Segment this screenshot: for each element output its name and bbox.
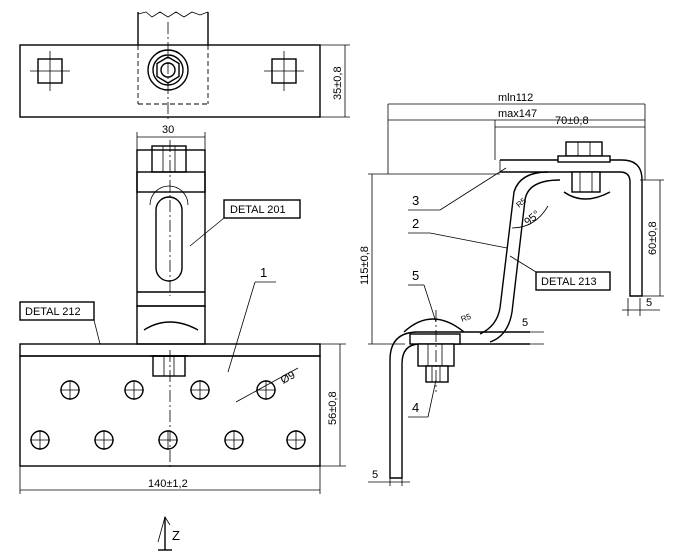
bottom-view: Ø9 56±0,8 140±1,2 Z: [19, 343, 346, 551]
dim-70: 70±0,8: [494, 115, 645, 160]
dim-max-text: max147: [498, 108, 537, 120]
position-4: 4: [408, 379, 437, 418]
dim-5-right: 5: [622, 297, 660, 316]
svg-text:DETAL 213: DETAL 213: [541, 276, 597, 288]
dim-5-bottom-text: 5: [372, 469, 378, 481]
position-3: 3: [408, 167, 507, 211]
svg-text:5: 5: [412, 268, 419, 283]
top-plate-outline: [19, 44, 321, 118]
top-view: 35±0,8: [19, 11, 350, 120]
label-detal-213: DETAL 213: [509, 255, 611, 291]
lower-angle-bracket: [389, 331, 530, 479]
dim-35-text: 35±0,8: [332, 66, 344, 100]
holes-row-upper: [60, 380, 276, 400]
dim-56-text: 56±0,8: [327, 391, 339, 425]
dim-min-text: mln112: [498, 92, 533, 104]
top-vertical-member: [137, 11, 209, 105]
dim-30: 30: [136, 124, 206, 150]
lower-block: [136, 305, 206, 345]
view-z-marker: Z: [157, 516, 180, 551]
view-z-label: Z: [172, 528, 180, 543]
dim-35: 35±0,8: [320, 44, 350, 118]
middle-bolt-head: [136, 145, 206, 193]
square-hole-left: [30, 51, 70, 91]
dim-60: 60±0,8: [640, 179, 664, 297]
dim-56: 56±0,8: [320, 343, 346, 467]
label-detal-201: DETAL 201: [189, 199, 301, 247]
position-2: 2: [408, 216, 508, 249]
upper-angle-bracket: [499, 159, 643, 297]
bottom-nut: [150, 355, 188, 377]
radius-top-text: R5: [515, 196, 529, 210]
dim-115: 115±0,8: [359, 173, 500, 345]
radius-bottom-text: R5: [460, 312, 473, 324]
svg-text:3: 3: [412, 193, 419, 208]
position-1: 1: [227, 265, 276, 373]
dim-range: mln112 max147: [387, 92, 646, 180]
dim-140-text: 140±1,2: [148, 478, 188, 490]
dim-115-text: 115±0,8: [359, 246, 371, 285]
dim-5-bottom: 5: [368, 469, 410, 486]
svg-text:1: 1: [260, 265, 267, 280]
svg-text:2: 2: [412, 216, 419, 231]
lower-bolt-nut: [403, 318, 465, 383]
dim-5-mid-text: 5: [522, 317, 528, 329]
svg-text:DETAL 212: DETAL 212: [25, 306, 81, 318]
slot: [149, 185, 189, 282]
lower-washer-arc: [143, 321, 199, 331]
position-5: 5: [408, 268, 437, 323]
dim-5-right-text: 5: [646, 297, 652, 309]
hole-d9-callout: Ø9: [235, 367, 299, 403]
holes-row-lower: [30, 430, 306, 450]
svg-text:DETAL 201: DETAL 201: [230, 204, 286, 216]
dim-60-text: 60±0,8: [647, 221, 659, 255]
angle-95-text: 95°: [522, 208, 542, 228]
svg-text:4: 4: [412, 400, 419, 415]
dim-140: 140±1,2: [19, 466, 321, 494]
upper-bolt-nut: [557, 141, 611, 200]
dim-30-text: 30: [162, 124, 174, 136]
square-hole-right: [264, 51, 304, 91]
dim-70-text: 70±0,8: [555, 115, 589, 127]
middle-view: 30: [136, 124, 206, 345]
label-detal-212: DETAL 212: [19, 301, 101, 345]
angle-95: 95° R5: [511, 196, 549, 229]
side-view: mln112 max147 70±0,8 115±0,8 60±0,8: [359, 92, 664, 486]
bracket-body: [136, 149, 206, 307]
dim-5-mid: 5: [520, 317, 544, 345]
hole-d9-text: Ø9: [279, 369, 298, 386]
